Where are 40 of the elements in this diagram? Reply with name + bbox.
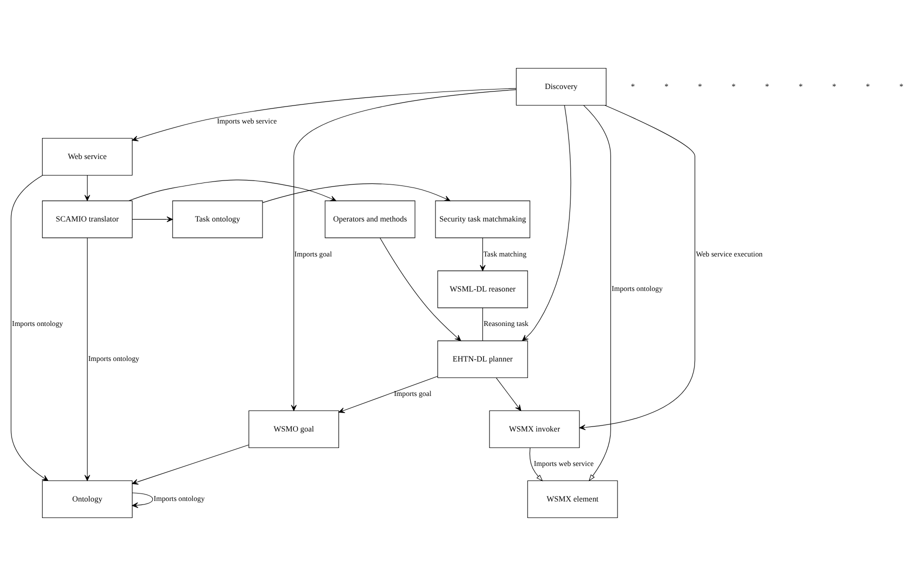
arrow [262,182,450,202]
arrow [579,104,696,430]
label: * [765,81,770,90]
node-box: WSML-DL reasoner [437,270,528,308]
arrow [338,375,438,413]
node-box: Discovery [516,68,606,106]
label: * [899,81,904,90]
arrow [128,179,336,201]
label: * [832,81,836,90]
arrow [84,237,90,480]
node-box: SCAMIO translator [42,200,132,238]
node-box: Task ontology [172,200,263,238]
arrow [583,104,611,481]
node-box: WSMX element [527,480,618,518]
node-box: WSMO goal [248,410,340,448]
connector [482,307,483,341]
node-box: Ontology [42,480,132,518]
label: * [866,81,870,90]
arrow [132,88,516,141]
node-box: WSMX invoker [489,410,580,448]
arrow [522,104,572,340]
label: * [698,81,702,90]
arrow [480,237,486,271]
arrow [132,492,153,508]
arrow [496,377,522,410]
node-box: EHTN-DL planner [437,340,528,378]
label: * [630,81,635,90]
node-box: Web service [42,137,132,176]
node-box: Operators and methods [324,200,416,238]
label: * [798,81,803,90]
arrow [530,447,543,481]
arrow [10,174,48,480]
arrow [290,88,516,410]
arrow [84,174,90,200]
node-box: Security task matchmaking [435,200,530,238]
arrow [132,444,250,484]
arrow [380,237,462,341]
arrow [132,216,173,222]
label: * [732,81,736,90]
label: * [664,81,668,90]
